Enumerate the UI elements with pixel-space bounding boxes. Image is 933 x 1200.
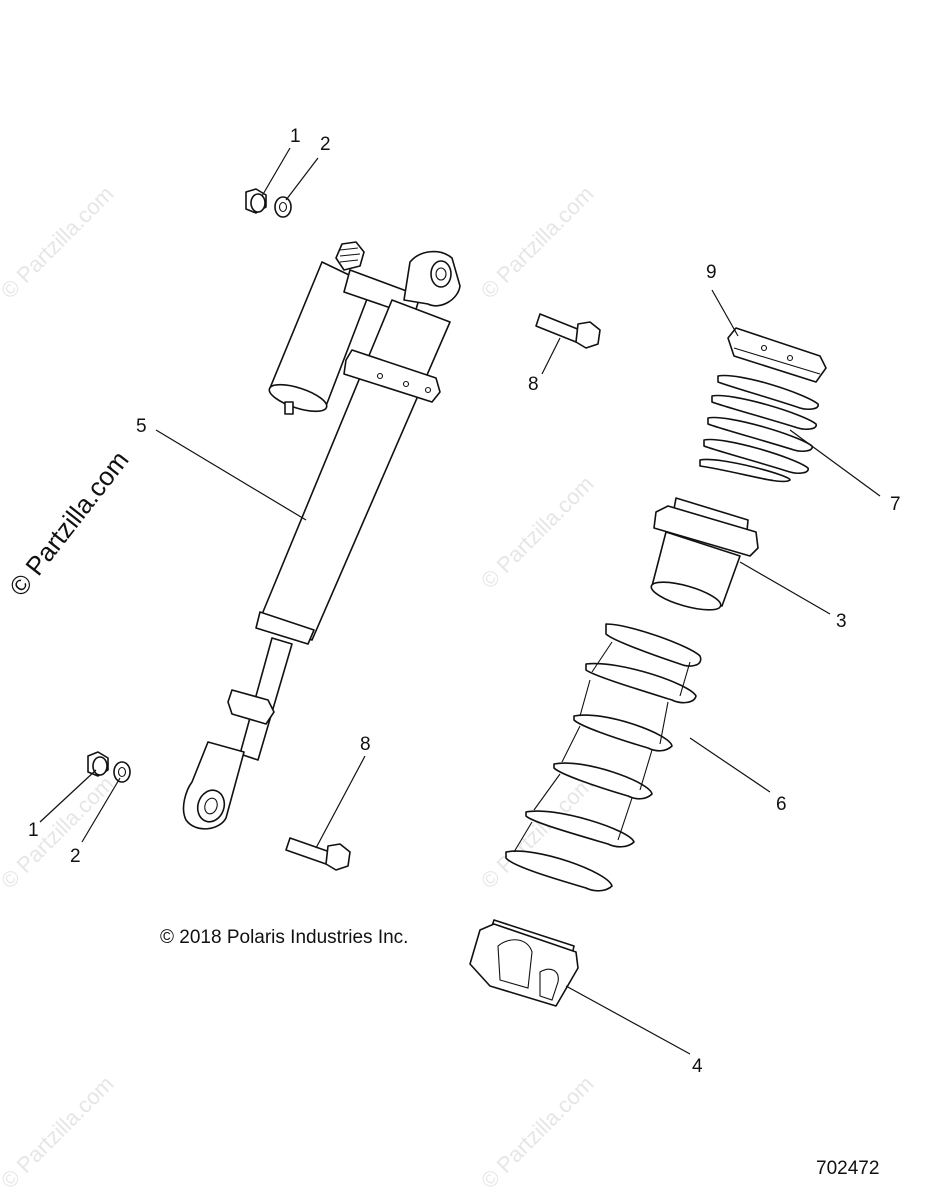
nut-bottom <box>87 751 109 777</box>
main-spring <box>505 623 702 892</box>
callout-2-top: 2 <box>320 134 331 155</box>
document-number: 702472 <box>816 1158 880 1179</box>
callout-2-bottom: 2 <box>70 846 81 867</box>
leader-lines <box>39 147 881 1055</box>
shock-absorber <box>182 241 461 830</box>
watermark-faint-4: © Partzilla.com <box>0 771 118 894</box>
callout-labels: 1 2 9 8 5 7 3 6 8 1 2 4 <box>28 126 901 1077</box>
copyright-notice: © 2018 Polaris Industries Inc. <box>160 927 409 948</box>
tender-spring <box>699 374 819 483</box>
watermark-faint-3: © Partzilla.com <box>476 471 599 594</box>
callout-6: 6 <box>776 794 787 815</box>
watermark-faint-6: © Partzilla.com <box>0 1071 118 1194</box>
bolt-bottom <box>285 837 351 871</box>
callout-8-bottom: 8 <box>360 734 371 755</box>
callout-8-top: 8 <box>528 374 539 395</box>
washer-top <box>274 196 292 218</box>
spring-retainer <box>727 327 827 383</box>
watermark-faint-1: © Partzilla.com <box>0 181 118 304</box>
callout-1-top: 1 <box>290 126 301 147</box>
callout-3: 3 <box>836 611 847 632</box>
callout-4: 4 <box>692 1056 703 1077</box>
callout-1-bottom: 1 <box>28 820 39 841</box>
callout-5: 5 <box>136 416 147 437</box>
callout-9: 9 <box>706 262 717 283</box>
bolt-top <box>535 313 601 349</box>
washer-bottom <box>113 761 131 783</box>
spring-adapter <box>650 497 759 611</box>
lower-spring-retainer <box>469 919 579 1007</box>
callout-7: 7 <box>890 494 901 515</box>
nut-top <box>245 188 267 214</box>
watermark-faint-7: © Partzilla.com <box>476 1071 599 1194</box>
watermark-faint-2: © Partzilla.com <box>476 181 599 304</box>
watermark-main: © Partzilla.com <box>3 445 135 602</box>
